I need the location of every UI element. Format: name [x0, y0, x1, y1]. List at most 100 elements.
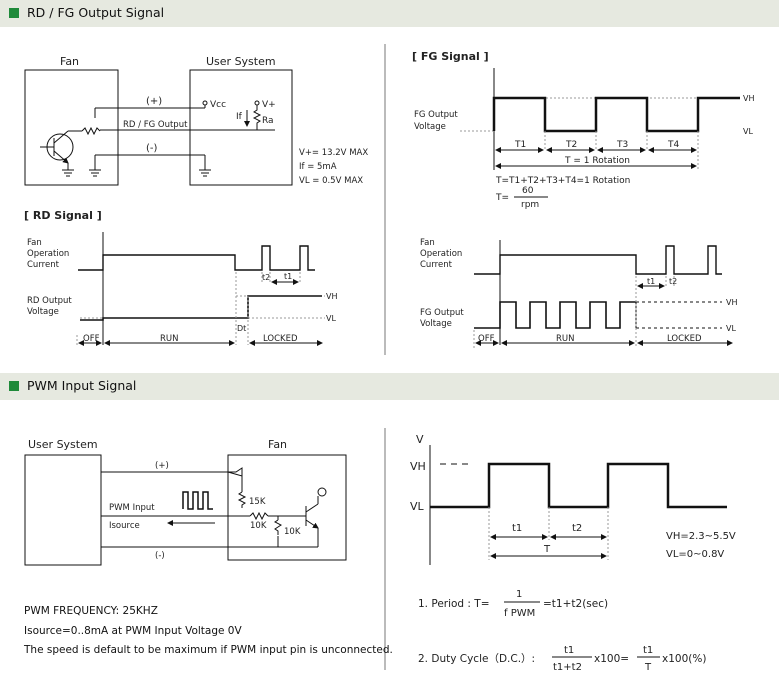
fg-t4: T4	[667, 140, 679, 150]
svg-text:VL=0~0.8V: VL=0~0.8V	[666, 549, 724, 560]
spec-if: If = 5mA	[299, 162, 337, 172]
section-square-icon	[9, 381, 19, 391]
svg-text:RUN: RUN	[556, 334, 575, 344]
svg-text:RD Output: RD Output	[27, 296, 72, 306]
svg-text:t1: t1	[647, 277, 655, 286]
svg-text:Voltage: Voltage	[420, 319, 452, 329]
section-header-pwm: PWM Input Signal	[0, 373, 779, 400]
fg-current-waveform	[474, 245, 722, 275]
fg-waveform	[492, 96, 740, 133]
fan-box	[24, 69, 119, 186]
svg-text:VH: VH	[326, 292, 338, 301]
signal-label: RD / FG Output	[123, 120, 188, 130]
formulas: 1. Period : T= 1 f PWM =t1+t2(sec) 2. Du…	[418, 589, 706, 673]
duty-label: 2. Duty Cycle（D.C.）:	[418, 653, 535, 665]
user-system-box	[24, 454, 102, 566]
svg-text:LOCKED: LOCKED	[263, 334, 298, 344]
spec-vl: VL = 0.5V MAX	[299, 176, 363, 186]
svg-text:10K: 10K	[284, 527, 301, 537]
rd-fg-circuit: Fan User System (+) RD / FG Output (-) V…	[24, 55, 368, 186]
spec-vplus: V+= 13.2V MAX	[299, 148, 368, 158]
fg-t2: T2	[565, 140, 577, 150]
svg-text:x100(%): x100(%)	[662, 653, 706, 665]
svg-text:x100=: x100=	[594, 653, 629, 665]
pwm-waveform	[430, 462, 727, 509]
svg-text:VL: VL	[410, 500, 425, 513]
svg-text:VH=2.3~5.5V: VH=2.3~5.5V	[666, 531, 736, 542]
svg-text:FG Output: FG Output	[420, 308, 464, 318]
svg-text:f PWM: f PWM	[504, 608, 535, 619]
pwm-circuit: User System Fan (+) PWM Input Isource (-…	[24, 438, 347, 566]
vplus-label: V+	[262, 100, 276, 110]
svg-text:V: V	[416, 433, 424, 446]
rd-signal-diagram: [ RD Signal ] Fan Operation Current t2 t…	[24, 209, 338, 346]
fg-output-waveform	[474, 301, 636, 329]
svg-text:1: 1	[516, 589, 522, 600]
svg-text:T: T	[543, 544, 551, 555]
svg-text:t1: t1	[643, 645, 653, 656]
fg-t1: T1	[514, 140, 526, 150]
section-square-icon	[9, 8, 19, 18]
user-system-label: User System	[28, 438, 98, 451]
fg-den: rpm	[521, 200, 539, 210]
fg-rotation: T = 1 Rotation	[564, 156, 630, 166]
svg-text:Voltage: Voltage	[27, 307, 59, 317]
pwm-waveform-diagram: V VH VL t1 t2 T VH=2.3~5.5V VL=0~0.8V	[410, 433, 736, 565]
svg-text:Operation: Operation	[420, 249, 462, 259]
svg-text:Fan: Fan	[420, 238, 435, 248]
svg-text:10K: 10K	[250, 521, 267, 531]
svg-text:t1: t1	[284, 272, 292, 281]
svg-text:15K: 15K	[249, 497, 266, 507]
fg-vh: VH	[743, 94, 755, 103]
svg-text:Isource: Isource	[109, 521, 140, 531]
svg-text:t1+t2: t1+t2	[553, 662, 582, 673]
svg-text:LOCKED: LOCKED	[667, 334, 702, 344]
fan-box	[227, 454, 347, 561]
ground-icon	[89, 169, 101, 177]
user-system-box	[189, 69, 293, 186]
if-label: If	[236, 112, 243, 122]
resistor-15k	[237, 491, 247, 508]
svg-text:RUN: RUN	[160, 334, 179, 344]
svg-text:t2: t2	[572, 523, 582, 534]
svg-text:OFF: OFF	[83, 334, 100, 344]
fan-label: Fan	[268, 438, 287, 451]
fg-locked-diagram: Fan Operation Current t1 t2 FG Output Vo…	[420, 238, 738, 348]
fg-signal-diagram: [ FG Signal ] FG Output Voltage VH VL T1…	[412, 50, 755, 210]
svg-text:VH: VH	[410, 460, 426, 473]
svg-text:t1: t1	[564, 645, 574, 656]
plus-label: (+)	[146, 96, 162, 107]
fg-ylabel: FG Output	[414, 110, 458, 120]
minus-label: (-)	[146, 143, 158, 154]
fan-label: Fan	[60, 55, 79, 68]
vplus-terminal	[254, 100, 260, 106]
svg-text:(-): (-)	[155, 551, 165, 561]
resistor-10k-2	[274, 519, 282, 535]
resistor-symbol	[81, 126, 101, 136]
svg-text:t2: t2	[669, 277, 677, 286]
svg-text:VL: VL	[726, 324, 736, 333]
fg-num: 60	[522, 186, 534, 196]
output-terminal	[317, 487, 327, 497]
svg-text:t2: t2	[262, 273, 270, 282]
svg-text:Operation: Operation	[27, 249, 69, 259]
rd-signal-title: [ RD Signal ]	[24, 209, 102, 222]
user-system-label: User System	[206, 55, 276, 68]
fg-teq: T=	[495, 193, 509, 203]
rd-output-waveform	[80, 295, 322, 321]
section-title: RD / FG Output Signal	[27, 5, 165, 20]
note-isource: Isource=0..8mA at PWM Input Voltage 0V	[24, 625, 242, 637]
ground-icon	[199, 169, 211, 177]
fg-t3: T3	[616, 140, 628, 150]
svg-text:(+): (+)	[155, 461, 169, 471]
note-default: The speed is default to be maximum if PW…	[24, 644, 393, 656]
pwm-pulse-icon	[182, 491, 213, 510]
resistor-10k	[249, 511, 269, 521]
svg-text:VH: VH	[726, 298, 738, 307]
svg-text:=t1+t2(sec): =t1+t2(sec)	[543, 598, 608, 610]
svg-text:T: T	[644, 662, 652, 673]
ground-icon	[62, 169, 74, 177]
period-label: 1. Period : T=	[418, 598, 490, 610]
note-frequency: PWM FREQUENCY: 25KHZ	[24, 605, 158, 617]
